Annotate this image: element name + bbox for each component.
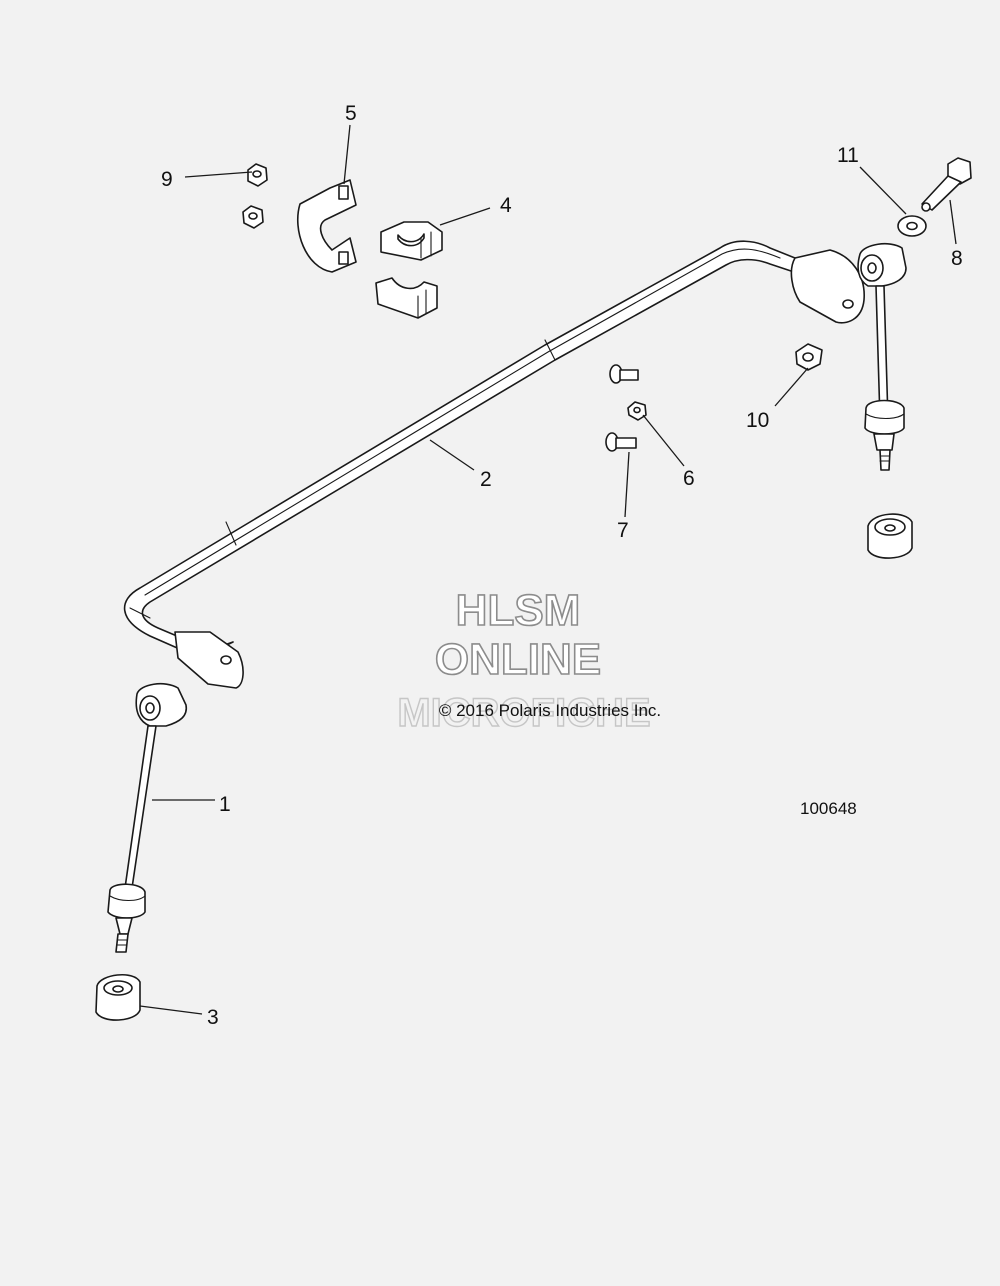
callout-2: 2 (480, 468, 492, 491)
bushing-right (867, 513, 913, 559)
copyright-text: © 2016 Polaris Industries Inc. (439, 701, 661, 720)
callout-8: 8 (951, 247, 963, 270)
bushing-left (95, 974, 141, 1021)
watermark-line-3: MICROFICHE (397, 691, 650, 735)
callouts: 1 2 3 4 5 6 7 8 9 10 11 (161, 102, 963, 1029)
stabilizer-bar (123, 240, 865, 689)
stabilizer-link-left (107, 682, 188, 953)
bolt-pair (605, 364, 639, 452)
watermark-line-1: HLSM (456, 586, 581, 635)
stabilizer-link-right (857, 242, 907, 471)
hex-bolt (921, 157, 972, 212)
nut-pair (242, 163, 268, 229)
watermark-line-2: ONLINE (435, 635, 601, 684)
callout-11: 11 (837, 144, 859, 167)
bracket-clamp (296, 179, 357, 273)
callout-3: 3 (207, 1006, 219, 1029)
callout-10: 10 (746, 409, 769, 432)
callout-6: 6 (683, 467, 695, 490)
callout-4: 4 (500, 194, 512, 217)
callout-5: 5 (345, 102, 357, 125)
leader-lines (139, 124, 957, 1015)
callout-9: 9 (161, 168, 173, 191)
figure-number: 100648 (800, 799, 857, 818)
bushing-halves (375, 221, 443, 319)
callout-7: 7 (617, 519, 629, 542)
callout-1: 1 (219, 793, 231, 816)
washer (897, 215, 927, 237)
flange-nut (795, 343, 823, 371)
watermark: HLSM ONLINE MICROFICHE (397, 585, 652, 736)
small-nut (627, 401, 647, 421)
